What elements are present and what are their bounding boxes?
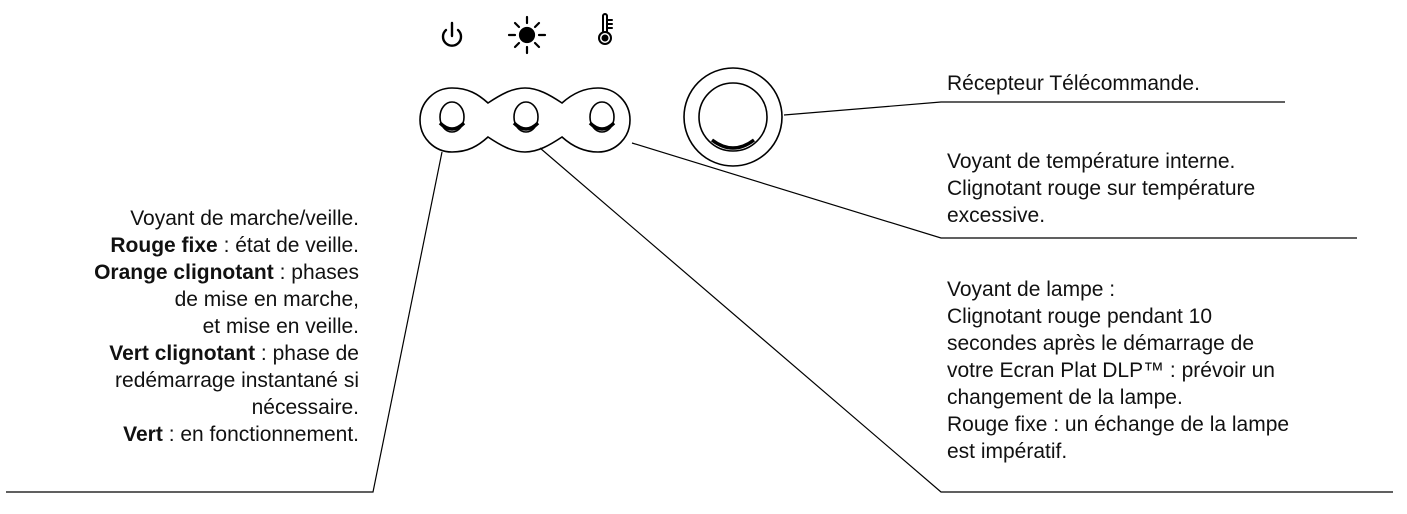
power-label: Voyant de marche/veille. Rouge fixe : ét… (94, 207, 359, 446)
remote-leader (783, 101, 1285, 116)
temperature-label: Voyant de température interne. Clignotan… (947, 150, 1256, 227)
power-led (439, 101, 465, 133)
lamp-icon (507, 15, 547, 55)
temperature-led (589, 101, 615, 133)
lamp-label: Voyant de lampe : Clignotant rouge penda… (947, 278, 1290, 463)
power-leader (6, 151, 443, 493)
remote-receiver (683, 67, 783, 167)
remote-label: Récepteur Télécommande. (947, 72, 1200, 95)
thermometer-icon (598, 13, 613, 45)
lamp-led (513, 101, 539, 133)
temperature-leader (631, 142, 1357, 239)
lamp-leader (539, 147, 1393, 493)
power-icon (441, 21, 463, 47)
